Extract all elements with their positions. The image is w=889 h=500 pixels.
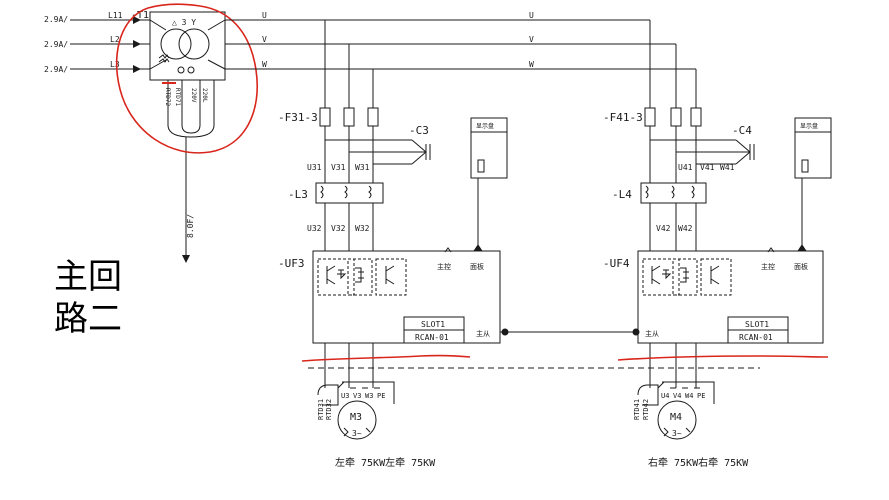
transformer-vector: △ 3 Y	[172, 18, 196, 27]
drive1-motor-phase: 3~	[352, 429, 362, 438]
drive2-rtd-a: RTD41	[633, 399, 641, 420]
drive2-slot: SLOT1	[745, 320, 769, 329]
drive1-wire-in-1: U31	[307, 163, 322, 172]
drive1-wire-out-1: U32	[307, 224, 322, 233]
section-title-line1: 主回	[54, 257, 122, 297]
drive2-wire-out-1: V42	[656, 224, 671, 233]
drive2-fuse-tag: -F41-3	[603, 111, 643, 124]
drive1-rcan: RCAN-01	[415, 333, 449, 342]
drive2-wire-in-1: U41	[678, 163, 693, 172]
input-lines	[70, 16, 150, 73]
transformer-output-label: 8.0F/	[186, 214, 195, 238]
red-annotation-circle	[115, 3, 258, 154]
drive2-port-main: 主控	[761, 262, 775, 271]
drive1-port-panel: 面板	[470, 262, 484, 271]
drive1-reactor-tag: -L3	[288, 188, 308, 201]
drive1-wire-out-3: W32	[355, 224, 370, 233]
drive2-motor-phase: 3~	[672, 429, 682, 438]
drive1-slot: SLOT1	[421, 320, 445, 329]
drive1-capacitor-tag: -C3	[409, 124, 429, 137]
drive2-wiring	[637, 20, 832, 440]
drive1-term-4: PE	[377, 392, 385, 400]
input-current-1: 2.9A/	[44, 15, 68, 24]
input-current-2: 2.9A/	[44, 40, 68, 49]
drive1-term-1: U3	[341, 392, 349, 400]
drive2-caption: 右牵 75KW右牵 75KW	[648, 456, 749, 469]
drive2-capacitor-tag: -C4	[732, 124, 752, 137]
red-underline-right	[617, 355, 829, 361]
drive2-term-3: W4	[685, 392, 693, 400]
drive1-motor-tag: M3	[350, 412, 362, 423]
drive2-panel-label: 显示盘	[800, 122, 818, 130]
drive1-rtd-a: RTD31	[317, 399, 325, 420]
section-title-line2: 路二	[54, 299, 122, 339]
drive1-wire-out-2: V32	[331, 224, 346, 233]
input-line-label-2: L2	[110, 35, 120, 44]
drive1-wire-in-2: V31	[331, 163, 346, 172]
drive2-motor-tag: M4	[670, 412, 682, 423]
drive2-port-panel: 面板	[794, 262, 808, 271]
bus-phase-w-right: W	[529, 60, 534, 69]
red-underline-left	[301, 354, 471, 362]
bus-phase-v-right: V	[529, 35, 534, 44]
input-current-3: 2.9A/	[44, 65, 68, 74]
drive1-term-2: V3	[353, 392, 361, 400]
drive2-reactor-tag: -L4	[612, 188, 632, 201]
drive2-term-4: PE	[697, 392, 705, 400]
transformer-rtd-left: RTD72	[164, 88, 171, 106]
drive2-wire-in-3: W41	[720, 163, 735, 172]
bus-phase-w-left: W	[262, 60, 267, 69]
drive1-caption: 左牵 75KW左牵 75KW	[335, 456, 436, 469]
drive1-term-3: W3	[365, 392, 373, 400]
transformer-voltage-1: 220V	[190, 88, 197, 103]
bus-phase-u-right: U	[529, 11, 534, 20]
bus-phase-u-left: U	[262, 11, 267, 20]
transformer	[149, 11, 226, 263]
drive2-port-ms: 主从	[645, 329, 659, 338]
drive2-rcan: RCAN-01	[739, 333, 773, 342]
bus-phase-v-left: V	[262, 35, 267, 44]
drive1-rtd-b: RTD32	[325, 399, 333, 420]
transformer-voltage-2: 220L	[201, 88, 208, 103]
main-bus	[225, 19, 696, 70]
drive1-port-ms: 主从	[476, 329, 490, 338]
drive2-rtd-b: RTD42	[642, 399, 650, 420]
transformer-tag: -T1	[131, 10, 149, 21]
transformer-rtd-right: RTD71	[174, 88, 181, 106]
drive1-wiring	[312, 20, 640, 440]
drive1-panel-label: 显示盘	[476, 122, 494, 130]
drive2-inverter-tag: -UF4	[603, 257, 630, 270]
input-line-label-3: L3	[110, 60, 120, 69]
input-line-label-1: L11	[108, 11, 123, 20]
drive1-inverter-tag: -UF3	[278, 257, 305, 270]
drive1-wire-in-3: W31	[355, 163, 370, 172]
drive1-fuse-tag: -F31-3	[278, 111, 318, 124]
drive2-wire-out-2: W42	[678, 224, 693, 233]
drive2-term-2: V4	[673, 392, 681, 400]
drive2-term-1: U4	[661, 392, 669, 400]
drive2-wire-in-2: V41	[700, 163, 715, 172]
drive1-port-main: 主控	[437, 262, 451, 271]
